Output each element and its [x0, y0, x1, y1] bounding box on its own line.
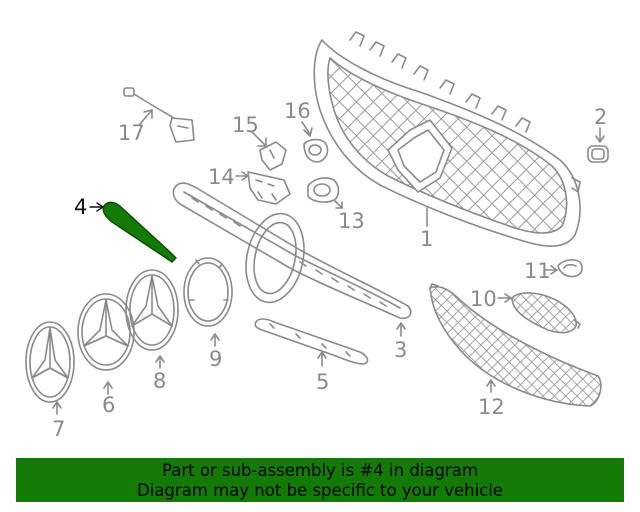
callout-6: 6 [102, 393, 116, 417]
part-8-star-emblem [125, 269, 179, 369]
callout-15: 15 [232, 113, 259, 137]
diagram-drawing [25, 31, 609, 415]
part-14-bracket [235, 171, 291, 205]
part-15-bracket [251, 131, 287, 171]
part-7-star-emblem [25, 321, 75, 415]
part-4-bracket [89, 201, 177, 263]
callout-8: 8 [153, 369, 167, 393]
part-11-cover [543, 259, 583, 278]
part-17-wiring-harness [123, 87, 195, 143]
callout-5: 5 [316, 370, 330, 394]
callout-9: 9 [209, 347, 223, 371]
callout-14: 14 [208, 165, 235, 189]
callout-3: 3 [394, 338, 408, 362]
callout-4: 4 [74, 195, 88, 219]
part-16-sensor [301, 121, 329, 163]
part-1-radiator-grille [313, 31, 581, 247]
part-2-clip [587, 127, 609, 163]
part-5-molding-strip [254, 318, 369, 367]
banner-line-part: Part or sub-assembly is #4 in diagram [162, 461, 478, 480]
banner-line-disclaimer: Diagram may not be specific to your vehi… [137, 481, 503, 500]
callout-17: 17 [118, 121, 145, 145]
info-banner: Part or sub-assembly is #4 in diagram Di… [16, 458, 624, 502]
callout-2: 2 [594, 105, 608, 129]
part-12-lower-grille [429, 283, 602, 407]
callout-16: 16 [284, 99, 311, 123]
part-3-grille-trim-bar [172, 182, 412, 337]
callout-11: 11 [524, 259, 551, 283]
callout-10: 10 [470, 287, 497, 311]
part-9-emblem-base [183, 257, 233, 347]
callout-1: 1 [420, 227, 434, 251]
callout-7: 7 [52, 417, 66, 441]
part-10-grille-insert [497, 292, 581, 334]
callout-12: 12 [478, 395, 505, 419]
callout-13: 13 [338, 209, 365, 233]
part-13-sensor [307, 177, 343, 209]
